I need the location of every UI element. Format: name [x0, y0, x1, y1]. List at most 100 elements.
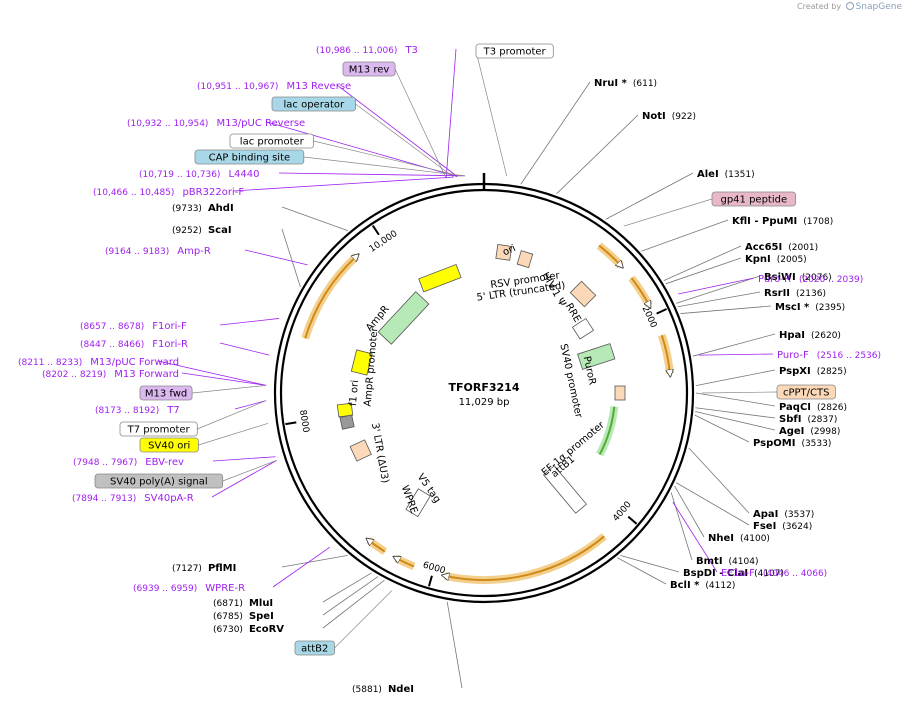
primer-name: F1ori-R: [152, 339, 188, 350]
primer-position: (9164 .. 9183): [105, 247, 169, 257]
primer-position: (8211 .. 8233): [18, 358, 82, 368]
site-position: (2826): [817, 403, 847, 413]
feature-box-label: M13 fwd: [145, 389, 187, 400]
feature-box-m13-fwd: M13 fwd: [139, 385, 193, 401]
site-leader: [680, 305, 772, 314]
primer-leader: [181, 372, 267, 386]
box-leader: [624, 198, 713, 227]
credit-brand: SnapGene: [855, 2, 902, 12]
feature-box-t7-promoter: T7 promoter: [119, 421, 198, 437]
site-pspomi: PspOMI (3533): [753, 438, 831, 449]
feature-box-cppt-cts: cPPT/CTS: [776, 384, 836, 400]
site-position: (5881): [352, 685, 382, 695]
primer-puro-r: Puro-R(2020 .. 2039): [758, 274, 863, 285]
site-name: MluI: [249, 598, 273, 609]
feature-box-cap-binding-site: CAP binding site: [194, 149, 305, 165]
feature-arc: [445, 535, 605, 581]
feature-box-bg: [711, 191, 796, 207]
primer-m13-reverse: (10,951 .. 10,967) M13 Reverse: [197, 81, 351, 92]
feature-box-label: gp41 peptide: [720, 195, 787, 206]
site-name: HpaI: [779, 330, 805, 341]
primer-name: M13 Reverse: [286, 81, 351, 92]
site-bmti: BmtI(4104): [696, 556, 758, 567]
site-name: AhdI: [208, 203, 234, 214]
site-position: (922): [672, 112, 696, 122]
site-name: ApaI: [753, 509, 778, 520]
feature-arc: [369, 540, 386, 553]
site-scai: (9252)ScaI: [172, 225, 232, 236]
primer-leader: [234, 400, 267, 410]
primer-position: (2516 .. 2536): [817, 351, 881, 361]
site-name: SpeI: [249, 611, 274, 622]
site-bcli: BclI *(4112): [670, 580, 735, 591]
site-name: NheI: [708, 533, 734, 544]
feature-box-gp41-peptide: gp41 peptide: [711, 191, 796, 207]
primer-position: (10,719 .. 10,736): [139, 170, 220, 180]
site-bspdi-clai: BspDI - ClaI(4107): [683, 568, 784, 579]
primer-name: M13 Forward: [114, 369, 179, 380]
site-leader: [695, 369, 776, 386]
site-leader: [694, 414, 750, 443]
primer-leader: [336, 84, 458, 177]
site-name: PspOMI: [753, 438, 795, 449]
scale-tick-label: 2000: [640, 305, 659, 330]
primer-m13-puc-forward: (8211 .. 8233)M13/pUC Forward: [18, 357, 179, 368]
primer-t3: (10,986 .. 11,006)T3: [316, 45, 418, 56]
feature-box-lac-promoter: lac promoter: [229, 133, 314, 149]
site-name: ScaI: [208, 225, 232, 236]
site-position: (3533): [801, 439, 831, 449]
primer-leader: [272, 546, 331, 588]
primer-position: (10,466 .. 10,485): [93, 188, 174, 198]
site-leader: [281, 206, 348, 231]
feature-label-ori: ori: [501, 243, 517, 258]
primer-amp-r: (9164 .. 9183)Amp-R: [105, 246, 211, 257]
site-position: (2005): [777, 255, 807, 265]
feature-box-bg: [139, 385, 193, 401]
box-leader: [197, 400, 267, 430]
feature-box-sv40-ori: SV40 ori: [139, 437, 199, 453]
primer-position: (4046 .. 4066): [763, 569, 827, 579]
scale-tick: [285, 421, 297, 426]
snapgene-logo-icon: [845, 2, 854, 10]
puror-block: [577, 343, 616, 370]
site-alei: AleI(1351): [697, 169, 755, 180]
site-mlui: (6871) MluI: [213, 598, 273, 609]
primer-position: (10,951 .. 10,967): [197, 82, 278, 92]
scale-tick: [427, 575, 433, 587]
site-position: (2825): [817, 367, 847, 377]
site-agei: AgeI(2998): [779, 426, 840, 437]
feature-box-label: SV40 ori: [148, 441, 190, 452]
feature-arc: [630, 277, 649, 305]
feature-box-label: T7 promoter: [127, 425, 191, 436]
feature-box-label: T3 promoter: [483, 47, 547, 58]
box-leader: [355, 103, 454, 178]
site-leader: [281, 555, 348, 568]
feature-label-rre: RRE: [563, 301, 583, 324]
site-position: (6871): [213, 599, 243, 609]
primer-leader: [678, 277, 755, 295]
site-sbfi: SbfI(2837): [779, 414, 837, 425]
site-position: (3537): [784, 510, 814, 520]
site-name: PflMI: [208, 563, 236, 574]
primer-name: T7: [166, 405, 179, 416]
primer-leader: [211, 460, 277, 498]
site-msci: MscI *(2395): [775, 302, 845, 313]
site-position: (2001): [788, 243, 818, 253]
site-leader: [695, 407, 776, 419]
feature-box-t3-promoter: T3 promoter: [475, 43, 554, 59]
box-leader: [198, 423, 269, 446]
site-rsrii: RsrII(2136): [764, 288, 826, 299]
site-leader: [675, 482, 750, 526]
primer-leader: [698, 353, 774, 356]
primer-leader: [445, 48, 457, 179]
feature-label-ampr-promoter: AmpR promoter: [363, 326, 381, 407]
feature-box-bg: [776, 384, 836, 400]
ampr-block: [377, 291, 430, 345]
site-position: (4112): [705, 581, 735, 591]
primer-name: EF1a-F: [721, 568, 755, 579]
site-leader: [695, 392, 776, 407]
feature-box-label: lac promoter: [240, 137, 305, 148]
site-spei: (6785)SpeI: [213, 611, 274, 622]
primer-sv40pa-r: (7894 .. 7913)SV40pA-R: [72, 493, 194, 504]
primer-leader: [672, 501, 718, 573]
